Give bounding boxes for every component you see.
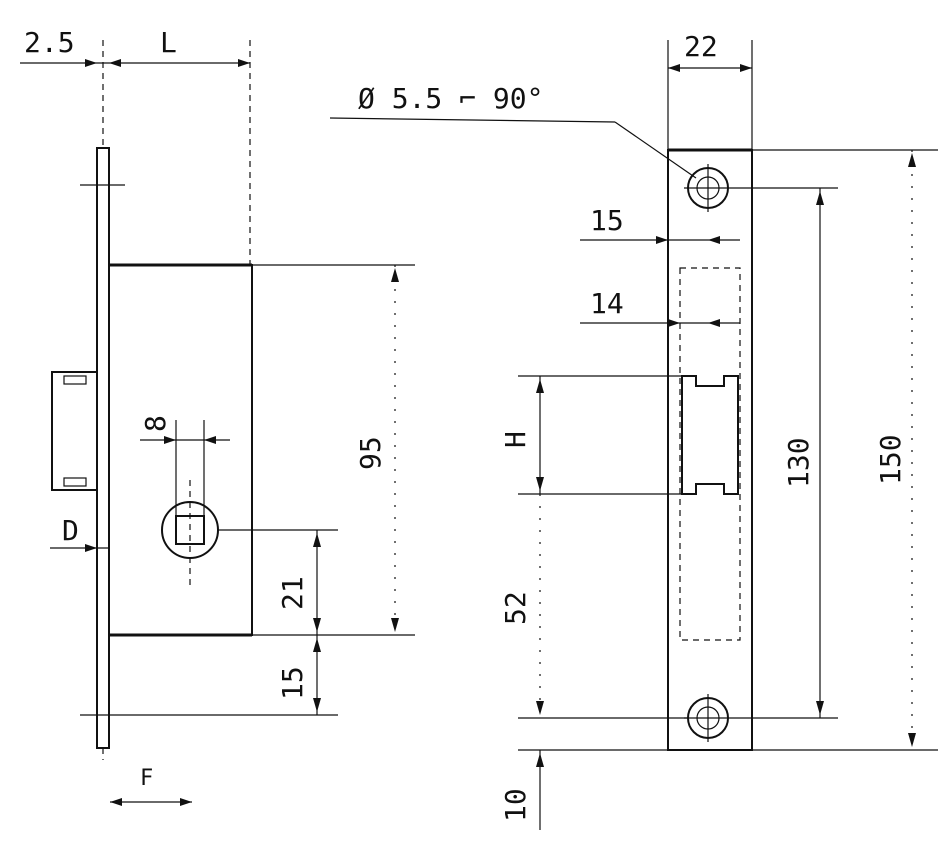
label-hole-spacing: 130: [782, 437, 815, 488]
latch-slot-bottom: [63, 477, 87, 487]
faceplate-side: [96, 147, 110, 749]
label-backset-offset: 2.5: [24, 26, 75, 59]
label-hole-spec: Ø 5.5 ⌐ 90°: [358, 82, 543, 115]
arrow-8-right: [204, 436, 216, 444]
case-pocket-outline: [679, 267, 741, 641]
arrow-22-right: [740, 64, 752, 72]
label-faceplate-length: 150: [874, 434, 907, 485]
label-latch-height: H: [499, 431, 532, 448]
arrow-10: [536, 753, 544, 767]
label-faceplate-thickness: D: [62, 514, 79, 547]
arrow-22-left: [668, 64, 680, 72]
label-faceplate-bottom: 10: [499, 788, 532, 822]
lock-case-body: [108, 264, 253, 636]
arrow-h-top: [536, 379, 544, 393]
side-view: 2.5 L 95 8 21 15 D F: [20, 26, 415, 806]
arrow-130-bottom: [816, 701, 824, 715]
hole-spec-leader: [329, 117, 616, 123]
arrow-8-left: [164, 436, 176, 444]
label-hole-to-edge: 15: [590, 204, 624, 237]
arrow-14: [668, 319, 680, 327]
label-case-height: 95: [354, 436, 387, 470]
arrow-95-bottom: [391, 618, 399, 632]
arrow-130-top: [816, 191, 824, 205]
latch-slot-top: [63, 375, 87, 385]
latch-bolt: [51, 371, 98, 491]
label-faceplate-width: 22: [684, 30, 718, 63]
arrow-15-top: [313, 638, 321, 652]
arrow-hole-15: [656, 236, 668, 244]
latch-opening: [681, 375, 739, 495]
front-view: 22 Ø 5.5 ⌐ 90° 15 14 H 52 10: [329, 30, 938, 830]
arrow-2-5: [85, 59, 97, 67]
arrow-15-bottom: [313, 698, 321, 712]
arrow-f-left: [110, 798, 122, 806]
arrow-21-top: [313, 533, 321, 547]
hole-spec-leader-angle: [614, 121, 697, 179]
label-spindle-size: 8: [139, 415, 172, 432]
arrow-21-bottom: [313, 618, 321, 632]
label-spindle-to-bottom: 21: [276, 576, 309, 610]
arrow-d: [85, 544, 97, 552]
arrow-14-b: [708, 319, 720, 327]
label-pocket-width: 14: [590, 287, 624, 320]
arrow-h-bottom: [536, 477, 544, 491]
arrow-hole-15-b: [708, 236, 720, 244]
arrow-150-bottom: [908, 733, 916, 747]
label-latch-offset: 52: [499, 591, 532, 625]
arrow-52-bottom: [536, 701, 544, 715]
arrow-l-start: [109, 59, 121, 67]
arrow-95-top: [391, 268, 399, 282]
arrow-f-right: [180, 798, 192, 806]
arrow-l-end: [238, 59, 250, 67]
label-bottom-margin: 15: [276, 666, 309, 700]
arrow-150-top: [908, 153, 916, 167]
label-faceplate-depth: F: [140, 766, 153, 791]
label-backset: L: [160, 26, 177, 59]
